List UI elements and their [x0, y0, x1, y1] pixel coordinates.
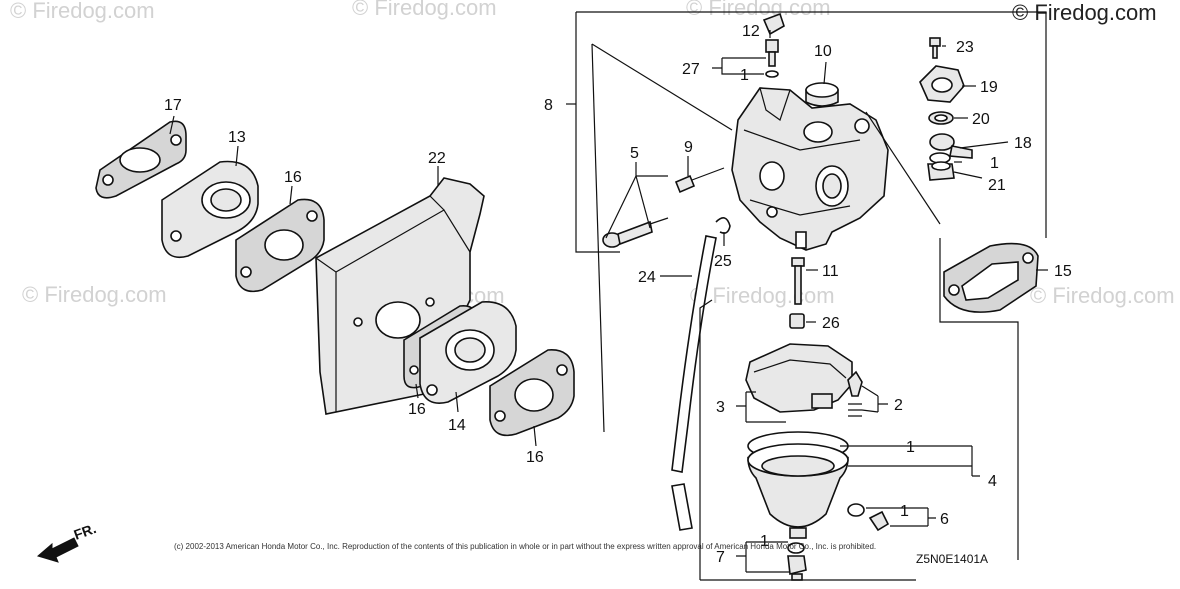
callout-1: 1	[900, 503, 909, 520]
callout-3: 3	[716, 399, 725, 416]
callout-26: 26	[822, 315, 840, 332]
callout-20: 20	[972, 111, 990, 128]
part-18-lever	[929, 133, 973, 159]
callout-7: 7	[716, 549, 725, 566]
callout-1: 1	[740, 67, 749, 84]
callout-labels: 17 13 16 22 16 14 16 8 5 9 24 25 12 27 1…	[164, 23, 1072, 566]
callout-8: 8	[544, 97, 553, 114]
callout-14: 14	[448, 417, 466, 434]
part-27-screw	[765, 39, 779, 67]
part-1-oring-top	[765, 70, 779, 78]
part-16-gasket-bottom	[489, 349, 575, 437]
watermark: © Firedog.com	[690, 283, 835, 308]
callout-9: 9	[684, 139, 693, 156]
front-arrow-icon	[36, 537, 79, 563]
part-13-insulator	[161, 160, 259, 259]
callout-4: 4	[988, 473, 997, 490]
diagram-code: Z5N0E1401A	[916, 552, 988, 566]
callout-18: 18	[1014, 135, 1032, 152]
part-14-insulator	[419, 301, 517, 404]
part-7-drain-bolt	[787, 555, 807, 581]
part-15-gasket	[943, 242, 1039, 313]
watermark: © Firedog.com	[352, 0, 497, 20]
callout-13: 13	[228, 129, 246, 146]
watermark: © Firedog.com	[1030, 283, 1175, 308]
callout-12: 12	[742, 23, 760, 40]
group-bracket-lines	[566, 11, 1047, 581]
watermark: © Firedog.com	[22, 282, 167, 307]
part-24-tube	[671, 235, 717, 531]
part-12-knob	[762, 12, 785, 36]
callout-16: 16	[408, 401, 426, 418]
callout-2: 2	[894, 397, 903, 414]
callout-23: 23	[956, 39, 974, 56]
part-2-float-valve	[847, 370, 863, 417]
watermark: © Firedog.com	[686, 0, 831, 20]
part-9-screw	[674, 167, 725, 194]
watermark: © Firedog.com	[10, 0, 155, 23]
part-10-cap	[805, 82, 839, 107]
part-17-gasket	[95, 120, 187, 199]
part-19-plate	[919, 65, 965, 103]
callout-25: 25	[714, 253, 732, 270]
callout-17: 17	[164, 97, 182, 114]
callout-11: 11	[822, 263, 839, 280]
callout-1: 1	[760, 533, 769, 550]
callout-24: 24	[638, 269, 656, 286]
part-21-nut	[927, 161, 955, 181]
part-23-screw	[929, 37, 941, 59]
part-1-bolt-washer	[787, 542, 805, 554]
part-1-washer	[847, 503, 865, 517]
part-20-washer	[928, 111, 954, 125]
part-4-float-chamber	[747, 443, 849, 539]
part-25-clip	[715, 217, 731, 234]
copyright-notice: (c) 2002-2013 American Honda Motor Co., …	[174, 542, 876, 551]
callout-19: 19	[980, 79, 998, 96]
leader-lines	[169, 30, 1048, 573]
part-16-gasket-top	[235, 198, 325, 293]
part-5-pilot-screw	[602, 217, 669, 248]
front-direction-marker: FR.	[36, 520, 99, 563]
front-marker-label: FR.	[72, 520, 99, 543]
callout-10: 10	[814, 43, 832, 60]
callout-16: 16	[526, 449, 544, 466]
callout-5: 5	[630, 145, 639, 162]
callout-6: 6	[940, 511, 949, 528]
part-6-drain-screw	[868, 510, 890, 532]
callout-1: 1	[906, 439, 915, 456]
part-26-jet	[789, 313, 805, 329]
callout-22: 22	[428, 150, 446, 167]
callout-27: 27	[682, 61, 700, 78]
part-11-jet	[791, 257, 805, 305]
callout-15: 15	[1054, 263, 1072, 280]
callout-21: 21	[988, 177, 1006, 194]
part-3-float	[745, 343, 853, 413]
carburetor-body	[731, 87, 889, 251]
callout-16: 16	[284, 169, 302, 186]
callout-1: 1	[990, 155, 999, 172]
